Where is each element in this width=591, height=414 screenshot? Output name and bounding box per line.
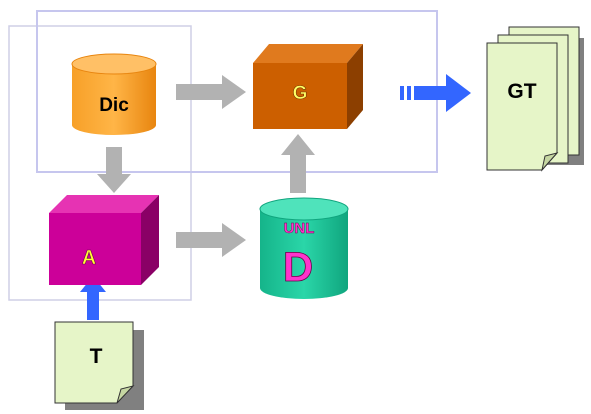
- arrow-a-to-d: [176, 223, 246, 257]
- arrow-d-to-g: [281, 134, 315, 193]
- dic-label: Dic: [99, 95, 129, 116]
- arrow-dic-to-a: [97, 147, 131, 193]
- arrow-dic-to-g: [176, 75, 246, 109]
- unl-label: UNL: [284, 220, 315, 237]
- t-label: T: [90, 345, 103, 368]
- t-text-document-node: T: [54, 321, 144, 410]
- g-label: G: [293, 83, 308, 104]
- outer-frame-left: [8, 25, 192, 301]
- dic-database-node: Dic: [71, 53, 157, 135]
- arrow-g-to-gt: [400, 74, 471, 112]
- unl-document-node: UNL D: [259, 197, 349, 299]
- a-analyzer-node: A: [49, 195, 159, 285]
- d-label: D: [283, 243, 313, 290]
- g-processor-node: G: [253, 44, 363, 129]
- gt-document-stack-node: GT: [486, 26, 584, 172]
- gt-label: GT: [507, 80, 536, 103]
- a-label: A: [82, 247, 96, 269]
